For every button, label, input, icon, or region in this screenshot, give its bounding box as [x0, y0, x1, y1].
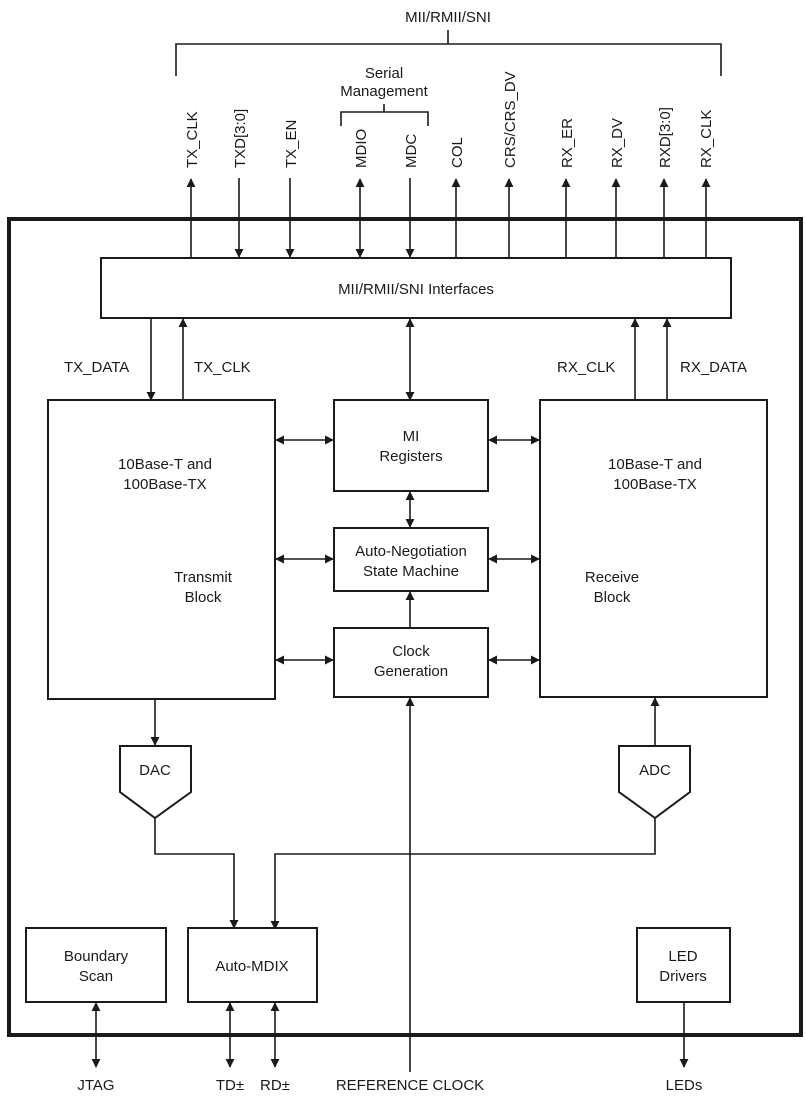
auto-negotiation-line2: State Machine [363, 563, 459, 580]
rd-label: RD± [260, 1077, 290, 1094]
pin-rx-er: RX_ER [559, 118, 576, 168]
bus-bracket [175, 30, 722, 76]
pin-tx-en: TX_EN [283, 120, 300, 168]
dac-label: DAC [139, 762, 171, 779]
tx-data-label: TX_DATA [64, 359, 129, 376]
clock-generation-line1: Clock [392, 643, 430, 660]
led-drivers-line2: Drivers [659, 968, 707, 985]
pin-rxd: RXD[3:0] [657, 107, 674, 168]
receive-block [539, 399, 768, 698]
serial-management-bracket [340, 111, 429, 126]
led-drivers-line1: LED [668, 948, 697, 965]
receive-line4: Block [594, 589, 631, 606]
adc-shape [618, 745, 691, 820]
mi-registers-line2: Registers [379, 448, 442, 465]
top-pin-labels: TX_CLK TXD[3:0] TX_EN MDIO MDC COL CRS/C… [184, 71, 715, 168]
pin-rx-dv: RX_DV [609, 118, 626, 168]
mi-registers-box [333, 399, 489, 492]
dac-shape [119, 745, 192, 820]
receive-line1: 10Base-T and [608, 456, 702, 473]
dac-to-mdix [154, 818, 239, 929]
pin-txd: TXD[3:0] [232, 109, 249, 168]
serial-management-line2: Management [340, 83, 428, 100]
transmit-line4: Block [185, 589, 222, 606]
transmit-block [47, 399, 276, 700]
bus-label: MII/RMII/SNI [405, 9, 491, 26]
boundary-scan-line1: Boundary [64, 948, 129, 965]
pin-col: COL [449, 137, 466, 168]
clock-generation-box [333, 627, 489, 698]
boundary-scan-box [25, 927, 167, 1003]
interfaces-box [100, 257, 732, 319]
pin-tx-clk: TX_CLK [184, 111, 201, 168]
rx-clk-label: RX_CLK [557, 359, 615, 376]
pin-mdio: MDIO [353, 129, 370, 168]
transmit-line2: 100Base-TX [123, 476, 206, 493]
auto-negotiation-box [333, 527, 489, 592]
auto-negotiation-line1: Auto-Negotiation [355, 543, 467, 560]
led-drivers-box [636, 927, 731, 1003]
receive-line3: Receive [585, 569, 639, 586]
pin-crs: CRS/CRS_DV [502, 71, 519, 168]
boundary-scan-line2: Scan [79, 968, 113, 985]
auto-mdix-box [187, 927, 318, 1003]
tx-clk-label: TX_CLK [194, 359, 251, 376]
transmit-line3: Transmit [174, 569, 233, 586]
adc-label: ADC [639, 762, 671, 779]
rx-data-label: RX_DATA [680, 359, 747, 376]
bottom-arrows [91, 697, 689, 1072]
chip-outline [7, 217, 803, 1037]
clock-generation-line2: Generation [374, 663, 448, 680]
jtag-label: JTAG [77, 1077, 114, 1094]
reference-clock-label: REFERENCE CLOCK [336, 1077, 484, 1094]
pin-mdc: MDC [403, 134, 420, 168]
mdix-to-adc [270, 818, 656, 930]
mi-registers-line1: MI [403, 428, 420, 445]
transmit-line1: 10Base-T and [118, 456, 212, 473]
serial-management-line1: Serial [365, 65, 403, 82]
receive-line2: 100Base-TX [613, 476, 696, 493]
td-label: TD± [216, 1077, 244, 1094]
auto-mdix-label: Auto-MDIX [215, 958, 288, 975]
internal-arrows [275, 435, 540, 665]
interfaces-label: MII/RMII/SNI Interfaces [338, 281, 494, 298]
leds-label: LEDs [666, 1077, 703, 1094]
pin-rx-clk: RX_CLK [698, 110, 715, 168]
